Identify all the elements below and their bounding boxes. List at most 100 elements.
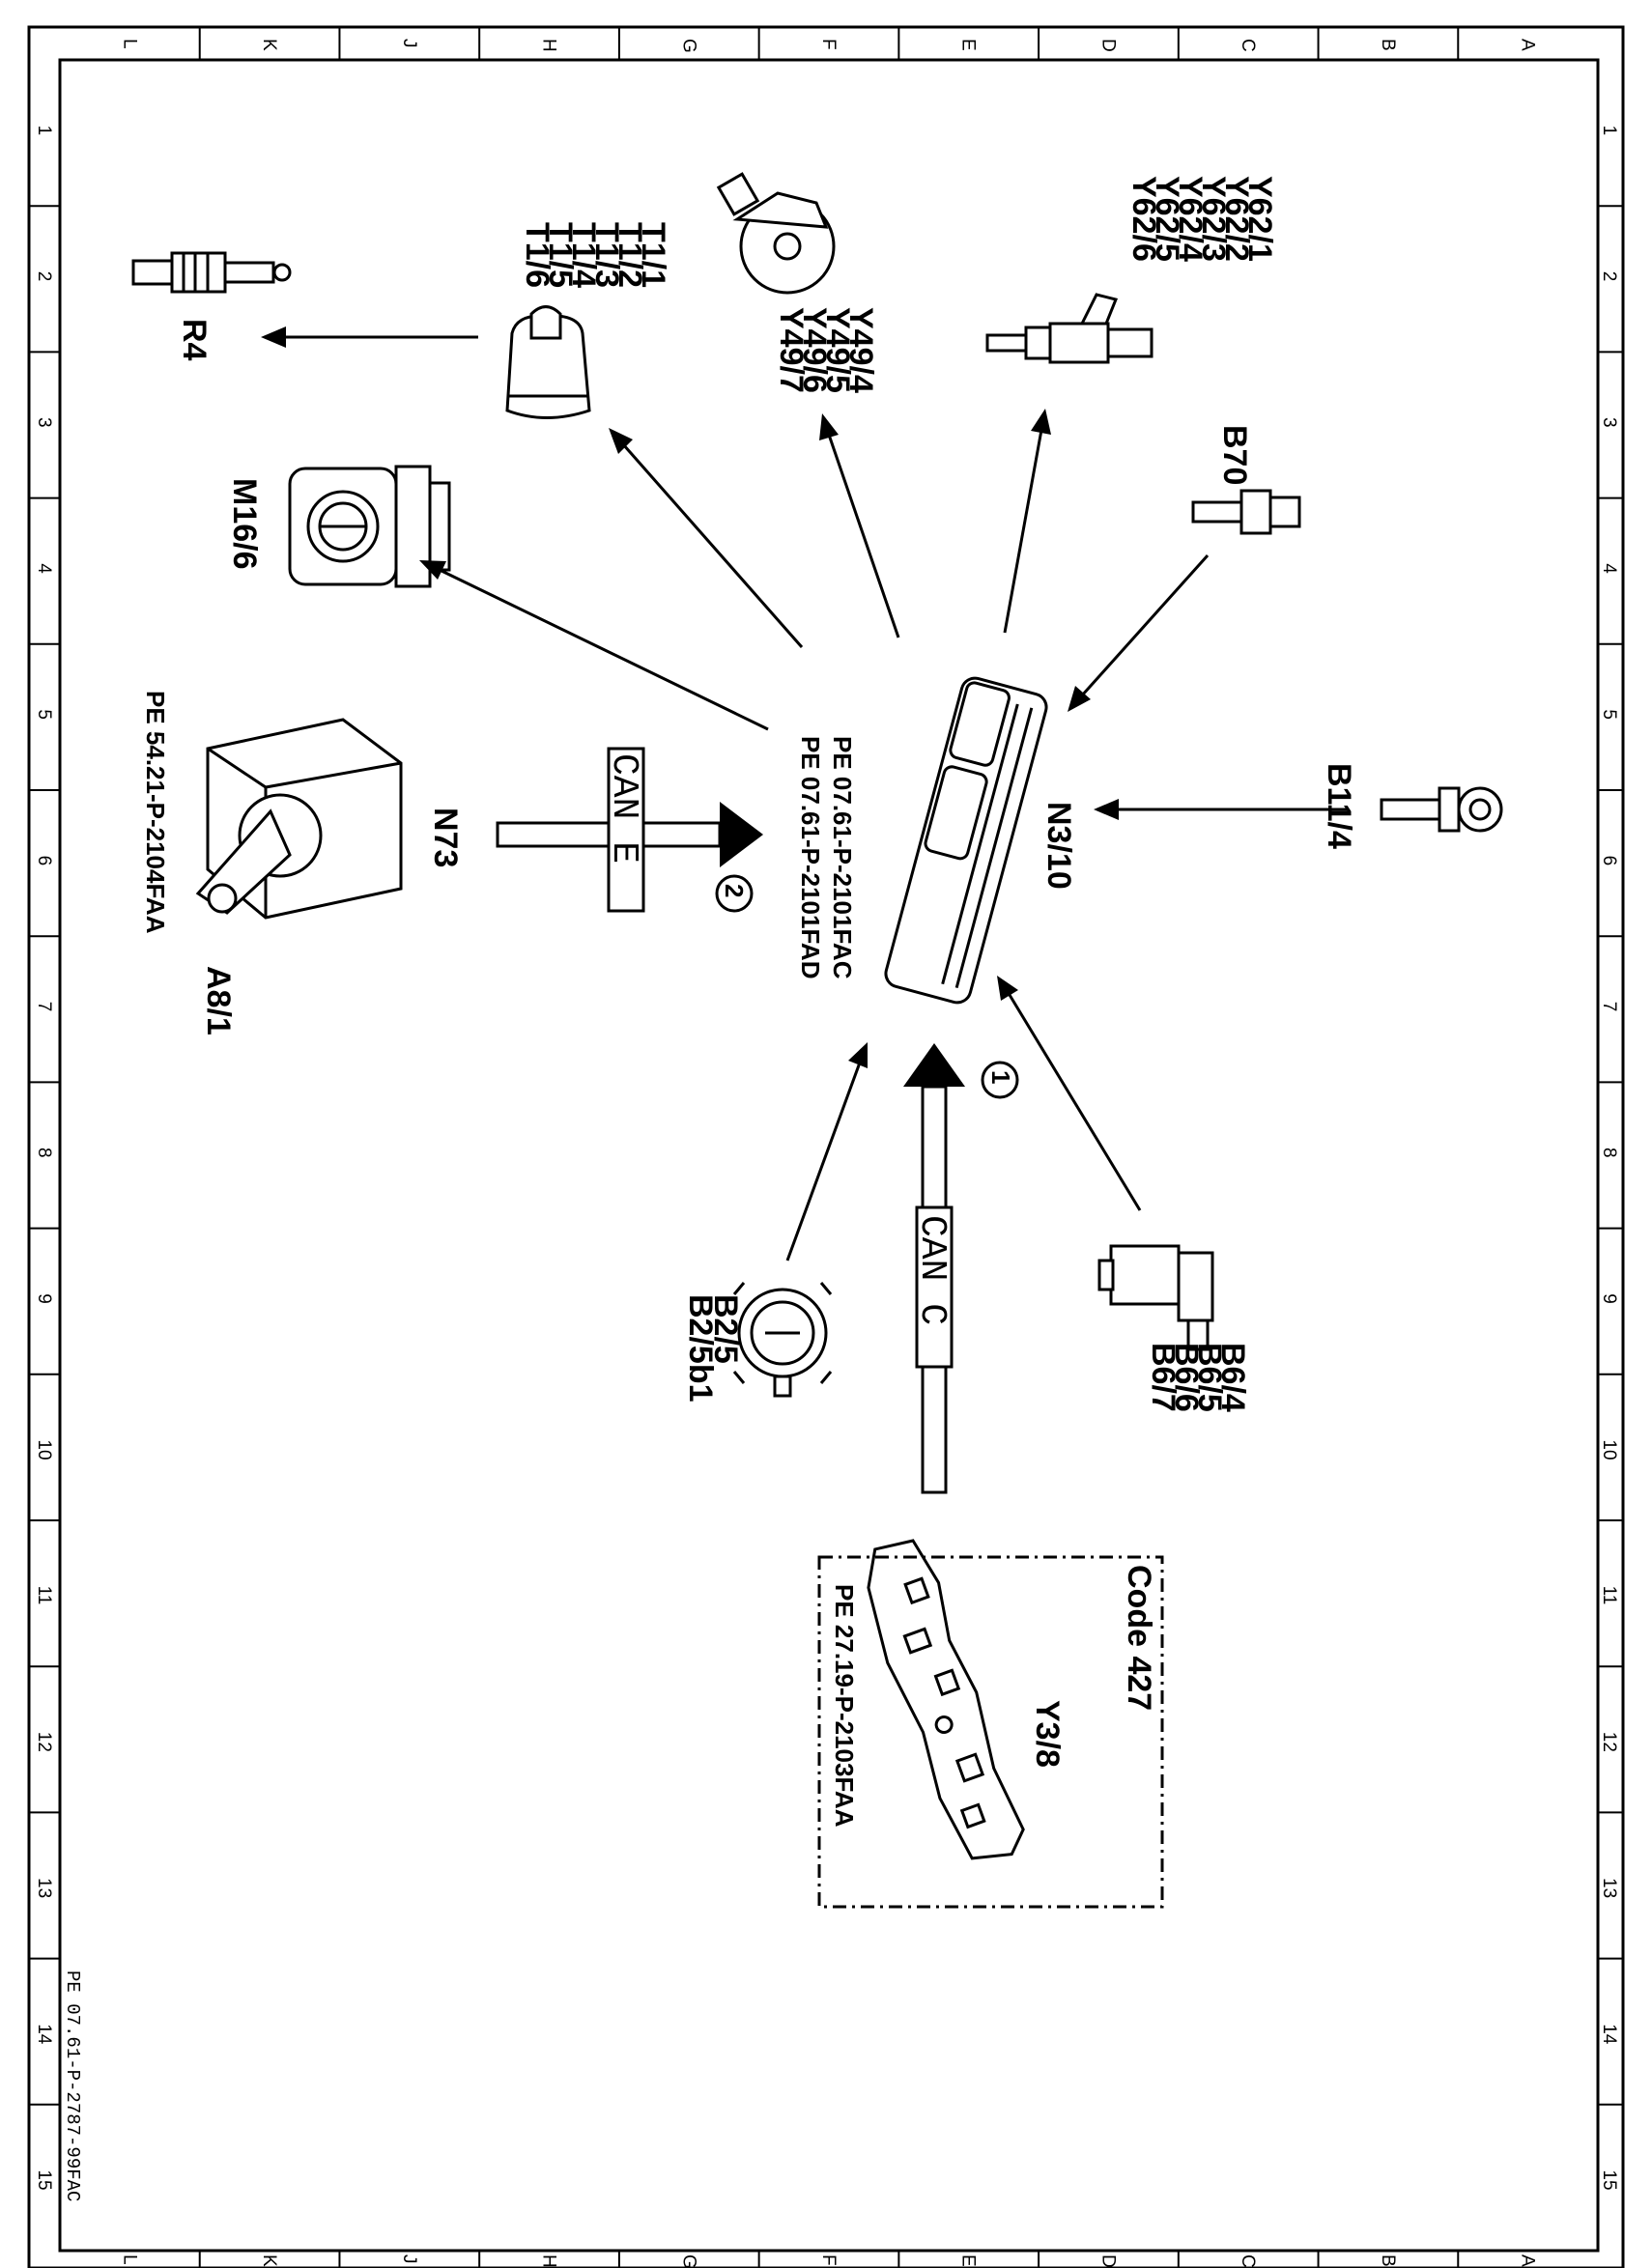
t1-label: T1/5 bbox=[542, 222, 579, 288]
inner-border bbox=[58, 58, 1600, 2253]
row-label-right: 11 bbox=[1599, 1586, 1619, 1605]
column-label-bottom: J bbox=[399, 2254, 419, 2264]
column-label-bottom: F bbox=[818, 2254, 839, 2266]
row-label-left: 10 bbox=[34, 1439, 54, 1460]
row-label-left: 13 bbox=[34, 1878, 54, 1898]
column-label-top: E bbox=[958, 39, 979, 51]
column-label-top: C bbox=[1238, 39, 1258, 52]
y49-label: Y49/4 bbox=[842, 307, 879, 393]
row-label-right: 13 bbox=[1599, 1878, 1619, 1898]
can-c-number: 1 bbox=[986, 1070, 1015, 1084]
t1-label: T1/2 bbox=[612, 222, 648, 288]
row-label-right: 15 bbox=[1599, 2169, 1619, 2190]
row-label-right: 10 bbox=[1599, 1439, 1619, 1460]
ecu-label: N3/10 bbox=[1040, 802, 1077, 890]
labels: N3/10 PE 07.61-P-2101FAC PE 07.61-P-2101… bbox=[62, 176, 1357, 2201]
column-label-bottom: D bbox=[1097, 2254, 1118, 2268]
row-label-left: 6 bbox=[34, 856, 54, 866]
y49-label: Y49/7 bbox=[773, 307, 810, 393]
row-label-left: 1 bbox=[34, 126, 54, 136]
t1-label: T1/1 bbox=[635, 222, 671, 288]
row-label-right: 5 bbox=[1599, 709, 1619, 720]
ignition-switch-icon bbox=[195, 718, 403, 920]
code-box-label: Y3/8 bbox=[1029, 1700, 1066, 1768]
outer-border bbox=[27, 25, 1625, 2268]
row-label-left: 4 bbox=[34, 563, 54, 574]
fuel-injector-icon bbox=[985, 293, 1154, 364]
can-e-label: CAN E bbox=[603, 753, 644, 864]
can-e-number: 2 bbox=[720, 884, 749, 897]
column-label-top: J bbox=[399, 39, 419, 48]
column-label-bottom: G bbox=[678, 2254, 698, 2268]
document-id: PE 07.61-P-2787-99FAC bbox=[62, 1970, 83, 2201]
y49-label: Y49/6 bbox=[796, 307, 833, 393]
y62-label: Y62/6 bbox=[1125, 176, 1162, 262]
y62-label: Y62/5 bbox=[1149, 176, 1185, 262]
signal-arrows bbox=[261, 326, 1348, 1262]
y62-label: Y62/2 bbox=[1218, 176, 1255, 262]
n73-ref: PE 54.21-P-2104FAA bbox=[141, 691, 170, 934]
row-label-left: 3 bbox=[34, 417, 54, 428]
m16-label: M16/6 bbox=[226, 478, 263, 570]
ignition-coil-icon bbox=[505, 305, 591, 419]
column-label-bottom: K bbox=[259, 2254, 279, 2267]
column-label-top: H bbox=[539, 39, 559, 52]
air-mass-sensor-icon bbox=[732, 1282, 833, 1398]
code-box-ref: PE 27.19-P-2103FAA bbox=[830, 1584, 859, 1828]
b6-label: B6/6 bbox=[1168, 1343, 1205, 1412]
b70-label: B70 bbox=[1216, 425, 1253, 485]
b2-label: B2/5b1 bbox=[682, 1294, 719, 1403]
column-label-top: B bbox=[1378, 39, 1398, 51]
column-label-bottom: L bbox=[119, 2254, 139, 2265]
column-label-top: D bbox=[1097, 39, 1118, 52]
column-label-top: K bbox=[259, 39, 279, 51]
b2-label: B2/5 bbox=[707, 1294, 744, 1364]
column-label-bottom: B bbox=[1378, 2254, 1398, 2267]
column-label-bottom: H bbox=[539, 2254, 559, 2268]
row-label-left: 2 bbox=[34, 271, 54, 282]
r4-label: R4 bbox=[176, 319, 213, 361]
b6-label: B6/4 bbox=[1214, 1343, 1251, 1412]
coolant-sensor-icon bbox=[1380, 786, 1503, 833]
n73-label: N73 bbox=[427, 808, 464, 867]
throttle-body-icon bbox=[288, 465, 451, 588]
row-label-right: 12 bbox=[1599, 1732, 1619, 1752]
column-label-bottom: C bbox=[1238, 2254, 1258, 2268]
y49-label: Y49/5 bbox=[819, 307, 856, 393]
t1-label: T1/4 bbox=[565, 222, 602, 288]
spark-plug-icon bbox=[131, 251, 292, 294]
y62-label: Y62/1 bbox=[1241, 176, 1278, 262]
column-label-top: G bbox=[678, 39, 698, 53]
y62-label: Y62/4 bbox=[1172, 176, 1209, 262]
row-label-left: 15 bbox=[34, 2169, 54, 2190]
row-label-left: 8 bbox=[34, 1148, 54, 1158]
row-label-right: 9 bbox=[1599, 1293, 1619, 1304]
row-label-left: 12 bbox=[34, 1732, 54, 1752]
t1-label: T1/6 bbox=[519, 222, 555, 288]
code-box bbox=[817, 1555, 1164, 1909]
row-label-left: 7 bbox=[34, 1002, 54, 1012]
can-c-label: CAN C bbox=[911, 1215, 953, 1325]
column-label-bottom: E bbox=[958, 2254, 979, 2267]
t1-label: T1/3 bbox=[588, 222, 625, 288]
row-label-right: 2 bbox=[1599, 271, 1619, 282]
hall-sensor-icon bbox=[1097, 1244, 1214, 1351]
row-label-right: 4 bbox=[1599, 563, 1619, 574]
a8-label: A8/1 bbox=[200, 966, 237, 1035]
column-label-top: A bbox=[1518, 39, 1538, 51]
column-label-bottom: A bbox=[1518, 2254, 1538, 2267]
row-label-left: 11 bbox=[34, 1586, 54, 1605]
row-label-left: 5 bbox=[34, 709, 54, 720]
ecu-n3-10-icon bbox=[884, 676, 1048, 1005]
row-label-left: 9 bbox=[34, 1293, 54, 1304]
code-box-title: Code 427 bbox=[1121, 1565, 1157, 1711]
row-label-right: 1 bbox=[1599, 126, 1619, 136]
y62-label: Y62/3 bbox=[1195, 176, 1232, 262]
can-c-bus: CAN C 1 bbox=[903, 1043, 1019, 1494]
frame-ticks bbox=[29, 27, 1623, 2268]
row-label-right: 8 bbox=[1599, 1148, 1619, 1158]
ecu-ref-1: PE 07.61-P-2101FAC bbox=[828, 736, 857, 979]
row-label-right: 14 bbox=[1599, 2024, 1619, 2045]
transmission-control-icon bbox=[867, 1539, 1025, 1860]
